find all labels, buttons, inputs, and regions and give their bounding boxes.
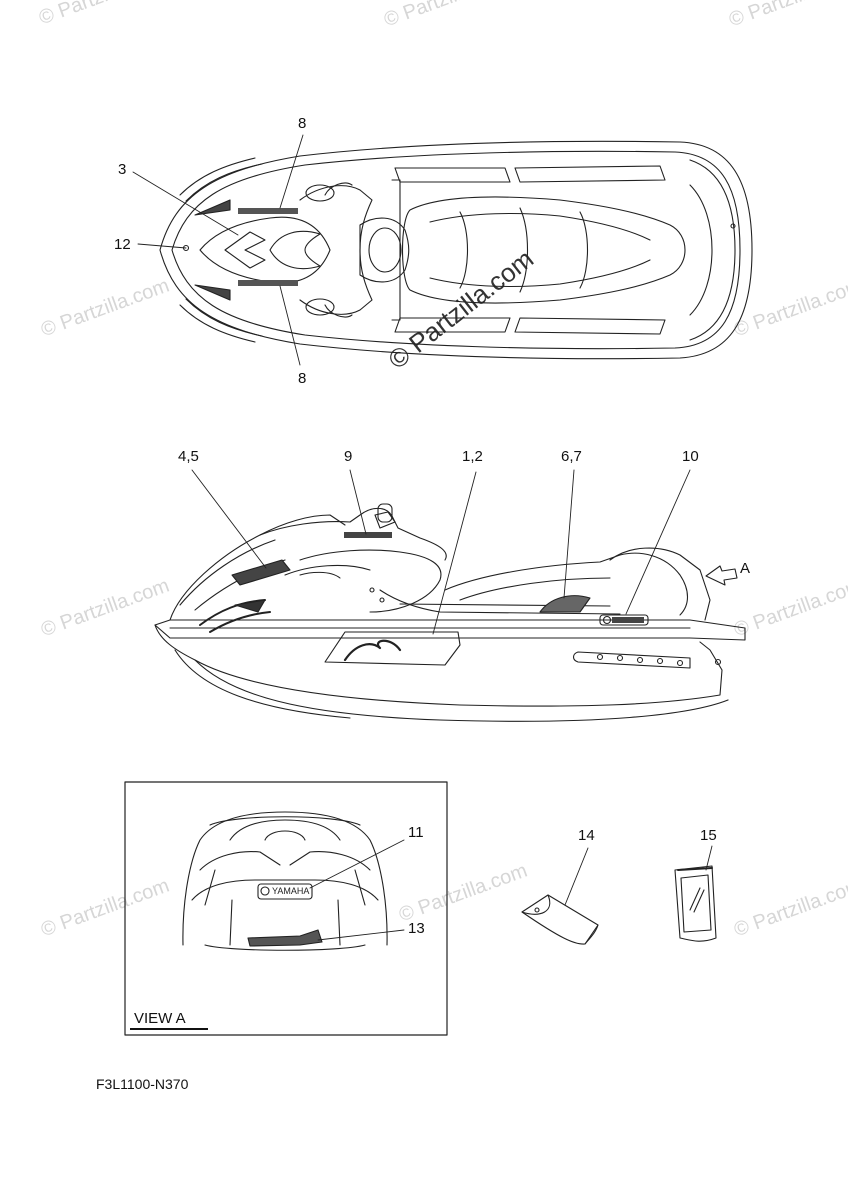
callout-6-7: 6,7 [561, 448, 582, 465]
view-a-rear-watercraft [182, 811, 388, 951]
part-15-manual [674, 865, 717, 942]
view-a-leader-lines [309, 839, 405, 941]
callout-12: 12 [114, 236, 131, 253]
callout-1-2: 1,2 [462, 448, 483, 465]
callout-9: 9 [344, 448, 353, 465]
callout-11: 11 [408, 824, 424, 841]
diagram-reference-code: F3L1100-N370 [96, 1076, 189, 1092]
yamaha-badge-text: YAMAHA [272, 886, 310, 896]
callout-8-top: 8 [298, 115, 307, 132]
callout-15: 15 [700, 827, 717, 844]
callout-8-bottom: 8 [298, 370, 307, 387]
view-a-frame [124, 781, 448, 1036]
callout-view-a-arrow: A [740, 560, 751, 577]
callout-10: 10 [682, 448, 699, 465]
view-a-underline [130, 1028, 208, 1030]
callout-13: 13 [408, 920, 425, 937]
callout-4-5: 4,5 [178, 448, 199, 465]
callout-3: 3 [118, 161, 127, 178]
callout-14: 14 [578, 827, 595, 844]
view-a-label: VIEW A [134, 1010, 186, 1027]
side-view-leader-lines [191, 469, 691, 635]
top-view-leader-lines [132, 134, 304, 366]
part-14-pouch [521, 894, 599, 945]
top-view-watercraft [159, 140, 753, 360]
side-view-watercraft [154, 503, 746, 722]
